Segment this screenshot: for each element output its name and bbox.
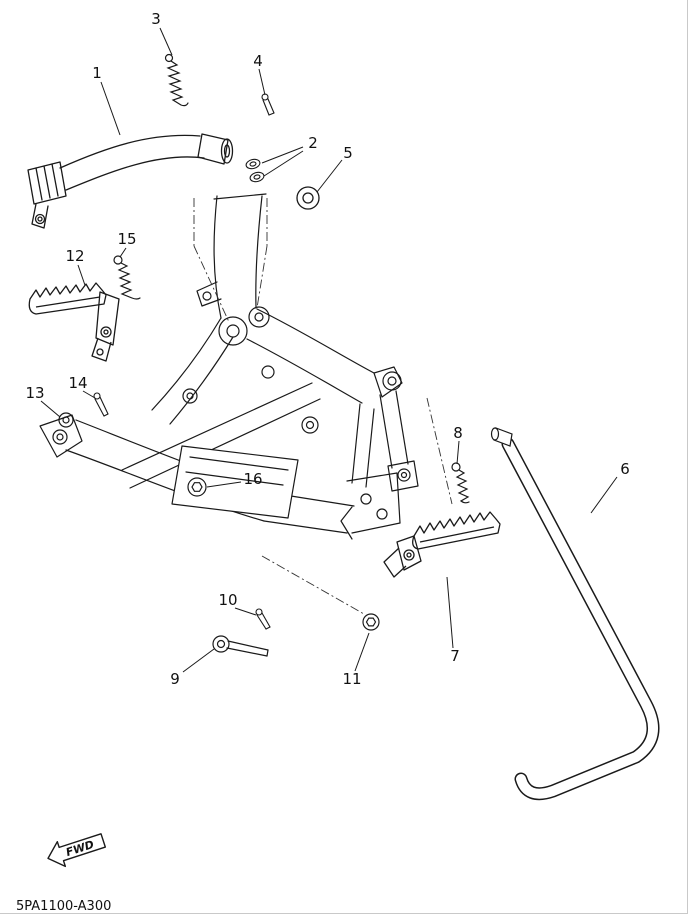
fwd-direction-arrow: FWD [47,833,107,868]
callout-numbers: 1 2 3 4 5 6 7 8 9 10 11 12 13 14 15 16 [25,10,629,688]
callout-13: 13 [25,384,44,402]
pedal-return-spring [164,53,189,107]
flange-bolt-16 [187,477,207,497]
bushing [296,186,320,210]
callout-4: 4 [253,52,263,70]
cotter-pin-14 [93,392,109,417]
washer-13 [58,412,74,428]
callout-7: 7 [450,647,460,665]
callout-14: 14 [68,374,87,392]
callout-12: 12 [65,247,84,265]
stand-spring [451,462,470,504]
brake-pedal [27,133,234,229]
bolt-9 [212,635,269,657]
washer-pair [245,158,265,183]
cotter-pin-4 [261,93,275,116]
callout-3: 3 [151,10,161,28]
callout-8: 8 [453,424,463,442]
callout-11: 11 [342,670,361,688]
footrest-spring-left [113,255,141,300]
motorcycle-frame [39,193,419,540]
callout-9: 9 [170,670,180,688]
diagram-code: 5PA1100-A300 [16,899,111,914]
cotter-pin-10 [255,608,271,630]
right-footrest [383,511,501,578]
fwd-arrow-shape [47,833,107,868]
callout-15: 15 [117,230,136,248]
callout-1: 1 [92,64,102,82]
side-stand [490,427,660,801]
callout-6: 6 [620,460,630,478]
callout-5: 5 [343,144,353,162]
left-footrest [28,282,120,362]
assembly-axis-lines [193,198,453,615]
callout-10: 10 [218,591,237,609]
callout-2: 2 [308,134,318,152]
callout-leader-lines [40,27,618,673]
callout-16: 16 [243,470,262,488]
nut-11 [362,613,380,631]
